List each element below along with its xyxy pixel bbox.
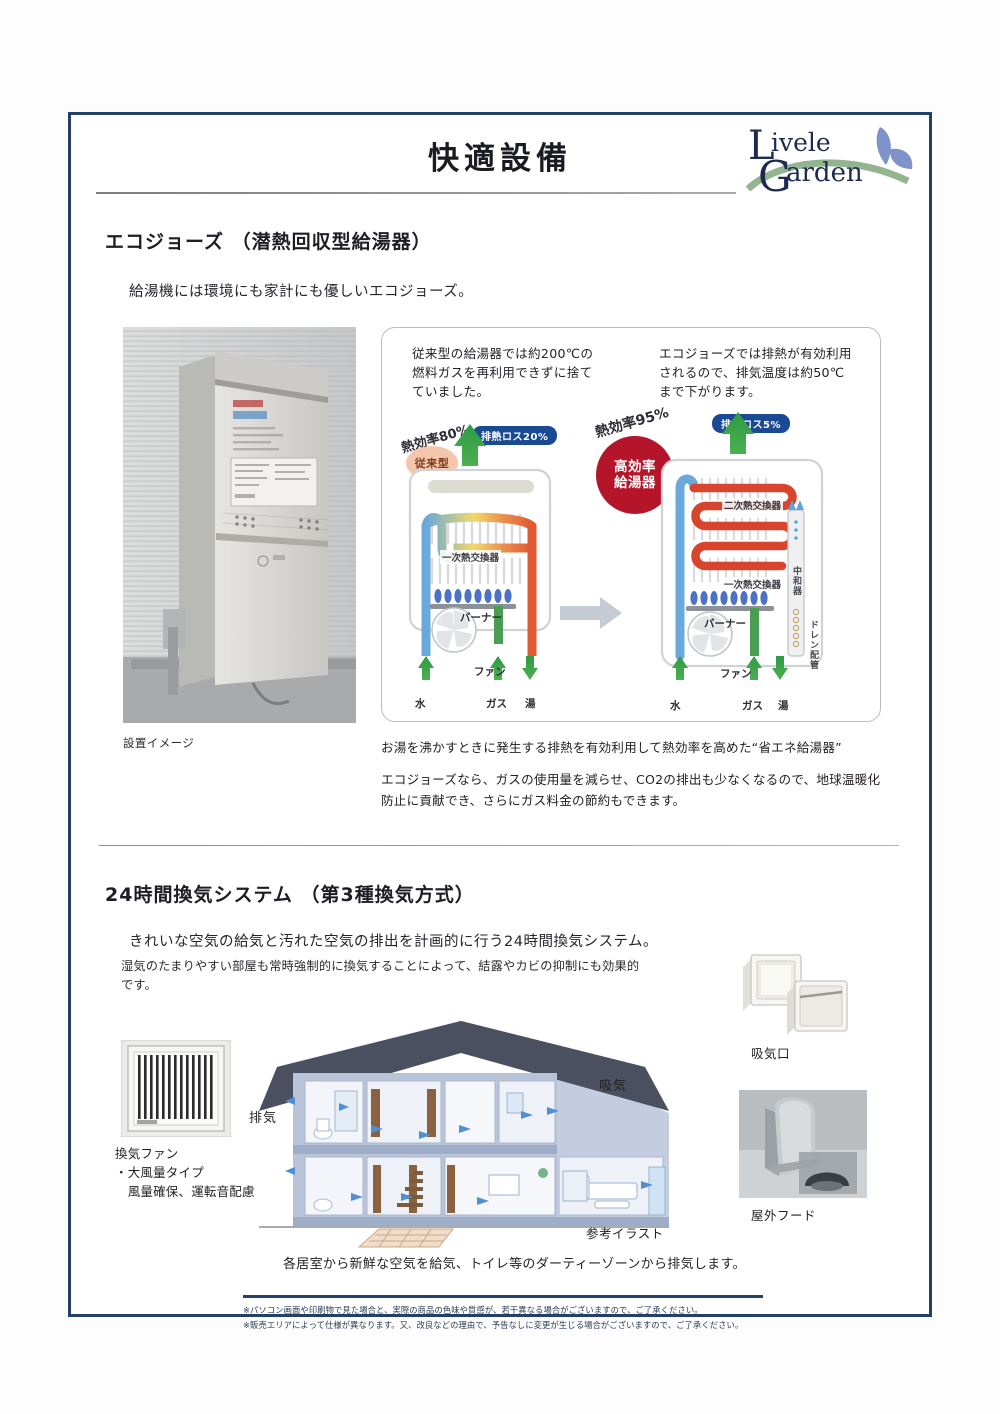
air-intake-port-photo: [739, 945, 859, 1037]
water-heater-photo: [123, 327, 356, 723]
outdoor-hood-photo: [739, 1090, 867, 1198]
air-intake-port-illustration: [743, 954, 848, 1035]
diagram-caption-1: お湯を沸かすときに発生する排熱を有効利用して熱効率を高めた“省エネ給湯器”: [381, 740, 842, 755]
comparison-arrow-icon: [560, 597, 622, 629]
ventilation-fan-photo: [121, 1040, 231, 1137]
new-neutralizer-label: 中和器: [791, 566, 801, 596]
old-inlet-water-label: 水: [415, 698, 426, 710]
footer-disclaimers: ※パソコン画面や印刷物で見た場合と、実際の商品の色味や質感が、若干異なる場合がご…: [243, 1303, 843, 1332]
svg-text:arden: arden: [786, 158, 863, 188]
logo-graphic: L ivele G arden: [745, 123, 913, 201]
new-burner-label: バーナー: [704, 618, 746, 630]
footer-note-2: ※販売エリアによって仕様が異なります。又、改良などの理由で、予告なしに変更が生じ…: [243, 1319, 744, 1330]
new-type-bubble-line2: 給湯器: [614, 475, 656, 491]
water-heater-illustration: [123, 327, 356, 723]
svg-text:G: G: [758, 152, 792, 201]
new-drain-pipe-label: ドレン配管: [808, 620, 818, 670]
house-section-graphic: [259, 1021, 669, 1248]
house-cutaway-illustration: [251, 1015, 671, 1255]
old-inlet-gas-label: ガス: [486, 698, 507, 710]
section1-lead-text: 給湯機には環境にも家計にも優しいエコジョーズ。: [129, 284, 474, 300]
new-inlet-water-label: 水: [670, 700, 681, 712]
label-exhaust: 排気: [249, 1111, 278, 1126]
svg-text:L: L: [748, 123, 775, 169]
section-heading-eco-jaws: エコジョーズ （潜熱回収型給湯器）: [105, 231, 432, 253]
title-divider: [96, 192, 736, 194]
page-title: 快適設備: [428, 141, 572, 177]
section-divider: [99, 845, 899, 847]
eco-jaws-comparison-diagram: 従来型の給湯器では約200℃の燃料ガスを再利用できずに捨てていました。 エコジョ…: [381, 327, 881, 722]
section2-lead-text: きれいな空気の給気と汚れた空気の排出を計画的に行う24時間換気システム。: [129, 934, 659, 950]
new-fan-label: ファン: [720, 668, 752, 680]
diagram-note-ecojaws: エコジョーズでは排熱が有効利用されるので、排気温度は約50℃まで下がります。: [659, 346, 852, 400]
outdoor-hood-caption: 屋外フード: [751, 1208, 817, 1223]
old-outlet-hot-label: 湯: [525, 698, 536, 710]
diagram-caption-2: エコジョーズなら、ガスの使用量を減らせ、CO2の排出も少なくなるので、地球温暖化…: [381, 772, 881, 808]
conventional-unit-graphic: [408, 424, 552, 680]
air-intake-caption: 吸気口: [751, 1046, 791, 1061]
svg-text:ivele: ivele: [771, 128, 831, 157]
new-heat-exchanger-1-label: 一次熱交換器: [722, 577, 784, 591]
new-type-bubble-line1: 高効率: [614, 458, 656, 475]
diagram-note-conventional: 従来型の給湯器では約200℃の燃料ガスを再利用できずに捨てていました。: [412, 346, 594, 400]
brand-logo: L ivele G arden: [740, 119, 915, 205]
water-heater-caption: 設置イメージ: [123, 736, 195, 750]
section-heading-ventilation: 24時間換気システム （第3種換気方式）: [105, 884, 475, 906]
outdoor-hood-illustration: [739, 1090, 867, 1198]
document-header: 快適設備 L ivele G arden: [71, 115, 929, 221]
document-frame: 快適設備 L ivele G arden エコジョーズ （潜熱回収型給湯器） 給…: [68, 112, 932, 1330]
footer-divider: [243, 1295, 763, 1298]
old-heat-exchanger-1-label: 一次熱交換器: [440, 550, 502, 564]
label-reference-illustration: 参考イラスト: [586, 1226, 664, 1241]
label-intake: 吸気: [599, 1079, 628, 1094]
house-caption: 各居室から新鮮な空気を給気、トイレ等のダーティーゾーンから排気します。: [283, 1257, 746, 1272]
ventilation-fan-caption: 換気ファン ・大風量タイプ 風量確保、運転音配慮: [115, 1146, 255, 1199]
new-inlet-gas-label: ガス: [742, 700, 763, 712]
ecojaws-unit-graphic: [660, 412, 824, 680]
section2-sub-text: 湿気のたまりやすい部屋も常時強制的に換気することによって、結露やカビの抑制にも効…: [121, 959, 640, 992]
ventilation-fan-illustration: [121, 1040, 231, 1137]
old-fan-label: ファン: [474, 666, 506, 678]
new-heat-exchanger-2-label: 二次熱交換器: [722, 498, 784, 512]
footer-note-1: ※パソコン画面や印刷物で見た場合と、実際の商品の色味や質感が、若干異なる場合がご…: [243, 1305, 703, 1315]
new-outlet-hot-label: 湯: [778, 700, 789, 712]
old-loss-badge: 排熱ロス20%: [472, 426, 558, 445]
old-burner-label: バーナー: [460, 612, 502, 624]
